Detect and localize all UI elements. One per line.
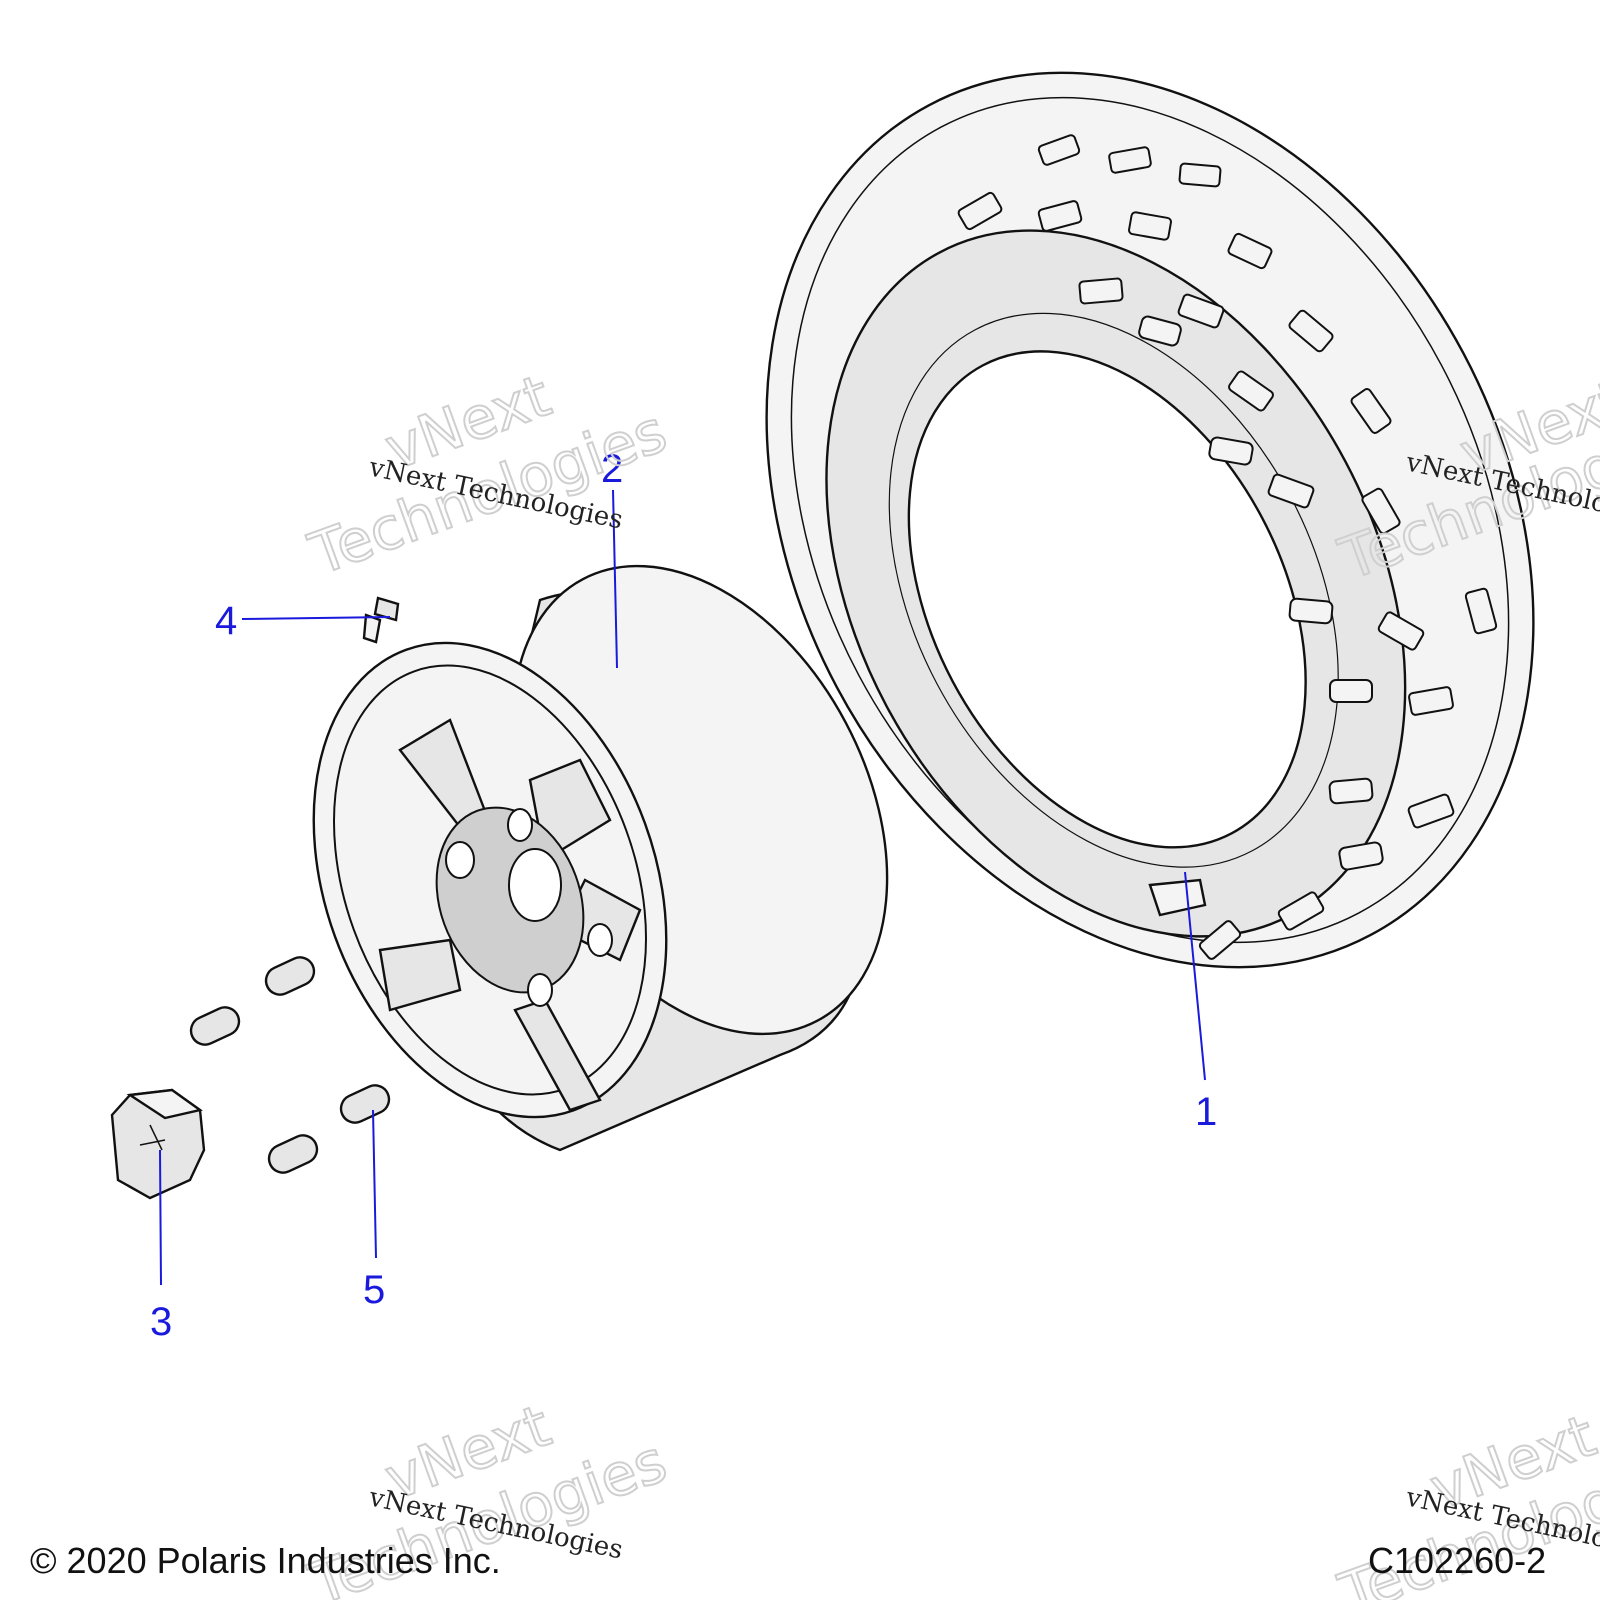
watermark-upper-left: vNext Technologies vNext Technologies [300,360,676,589]
callout-3: 3 [150,1300,172,1344]
valve-stem [362,596,400,644]
leader-5 [372,1109,377,1259]
leader-lines [159,489,1206,1286]
leader-1 [1184,871,1206,1081]
copyright-notice: © 2020 Polaris Industries Inc. [30,1540,501,1581]
tire [765,71,1535,969]
callout-5: 5 [363,1268,385,1312]
tire-tread-lugs [957,134,1498,960]
leader-2 [612,489,618,669]
callout-1: 1 [1195,1090,1217,1134]
wheel-rim [312,564,889,1152]
callout-2: 2 [601,447,623,491]
center-cap [110,1088,206,1200]
leader-4 [241,616,391,620]
callout-4: 4 [215,599,237,643]
drawing-number: C102260-2 [1368,1540,1547,1581]
tire-direction-arrow [1148,878,1207,917]
leader-3 [159,1149,162,1286]
lug-nuts [189,956,391,1174]
